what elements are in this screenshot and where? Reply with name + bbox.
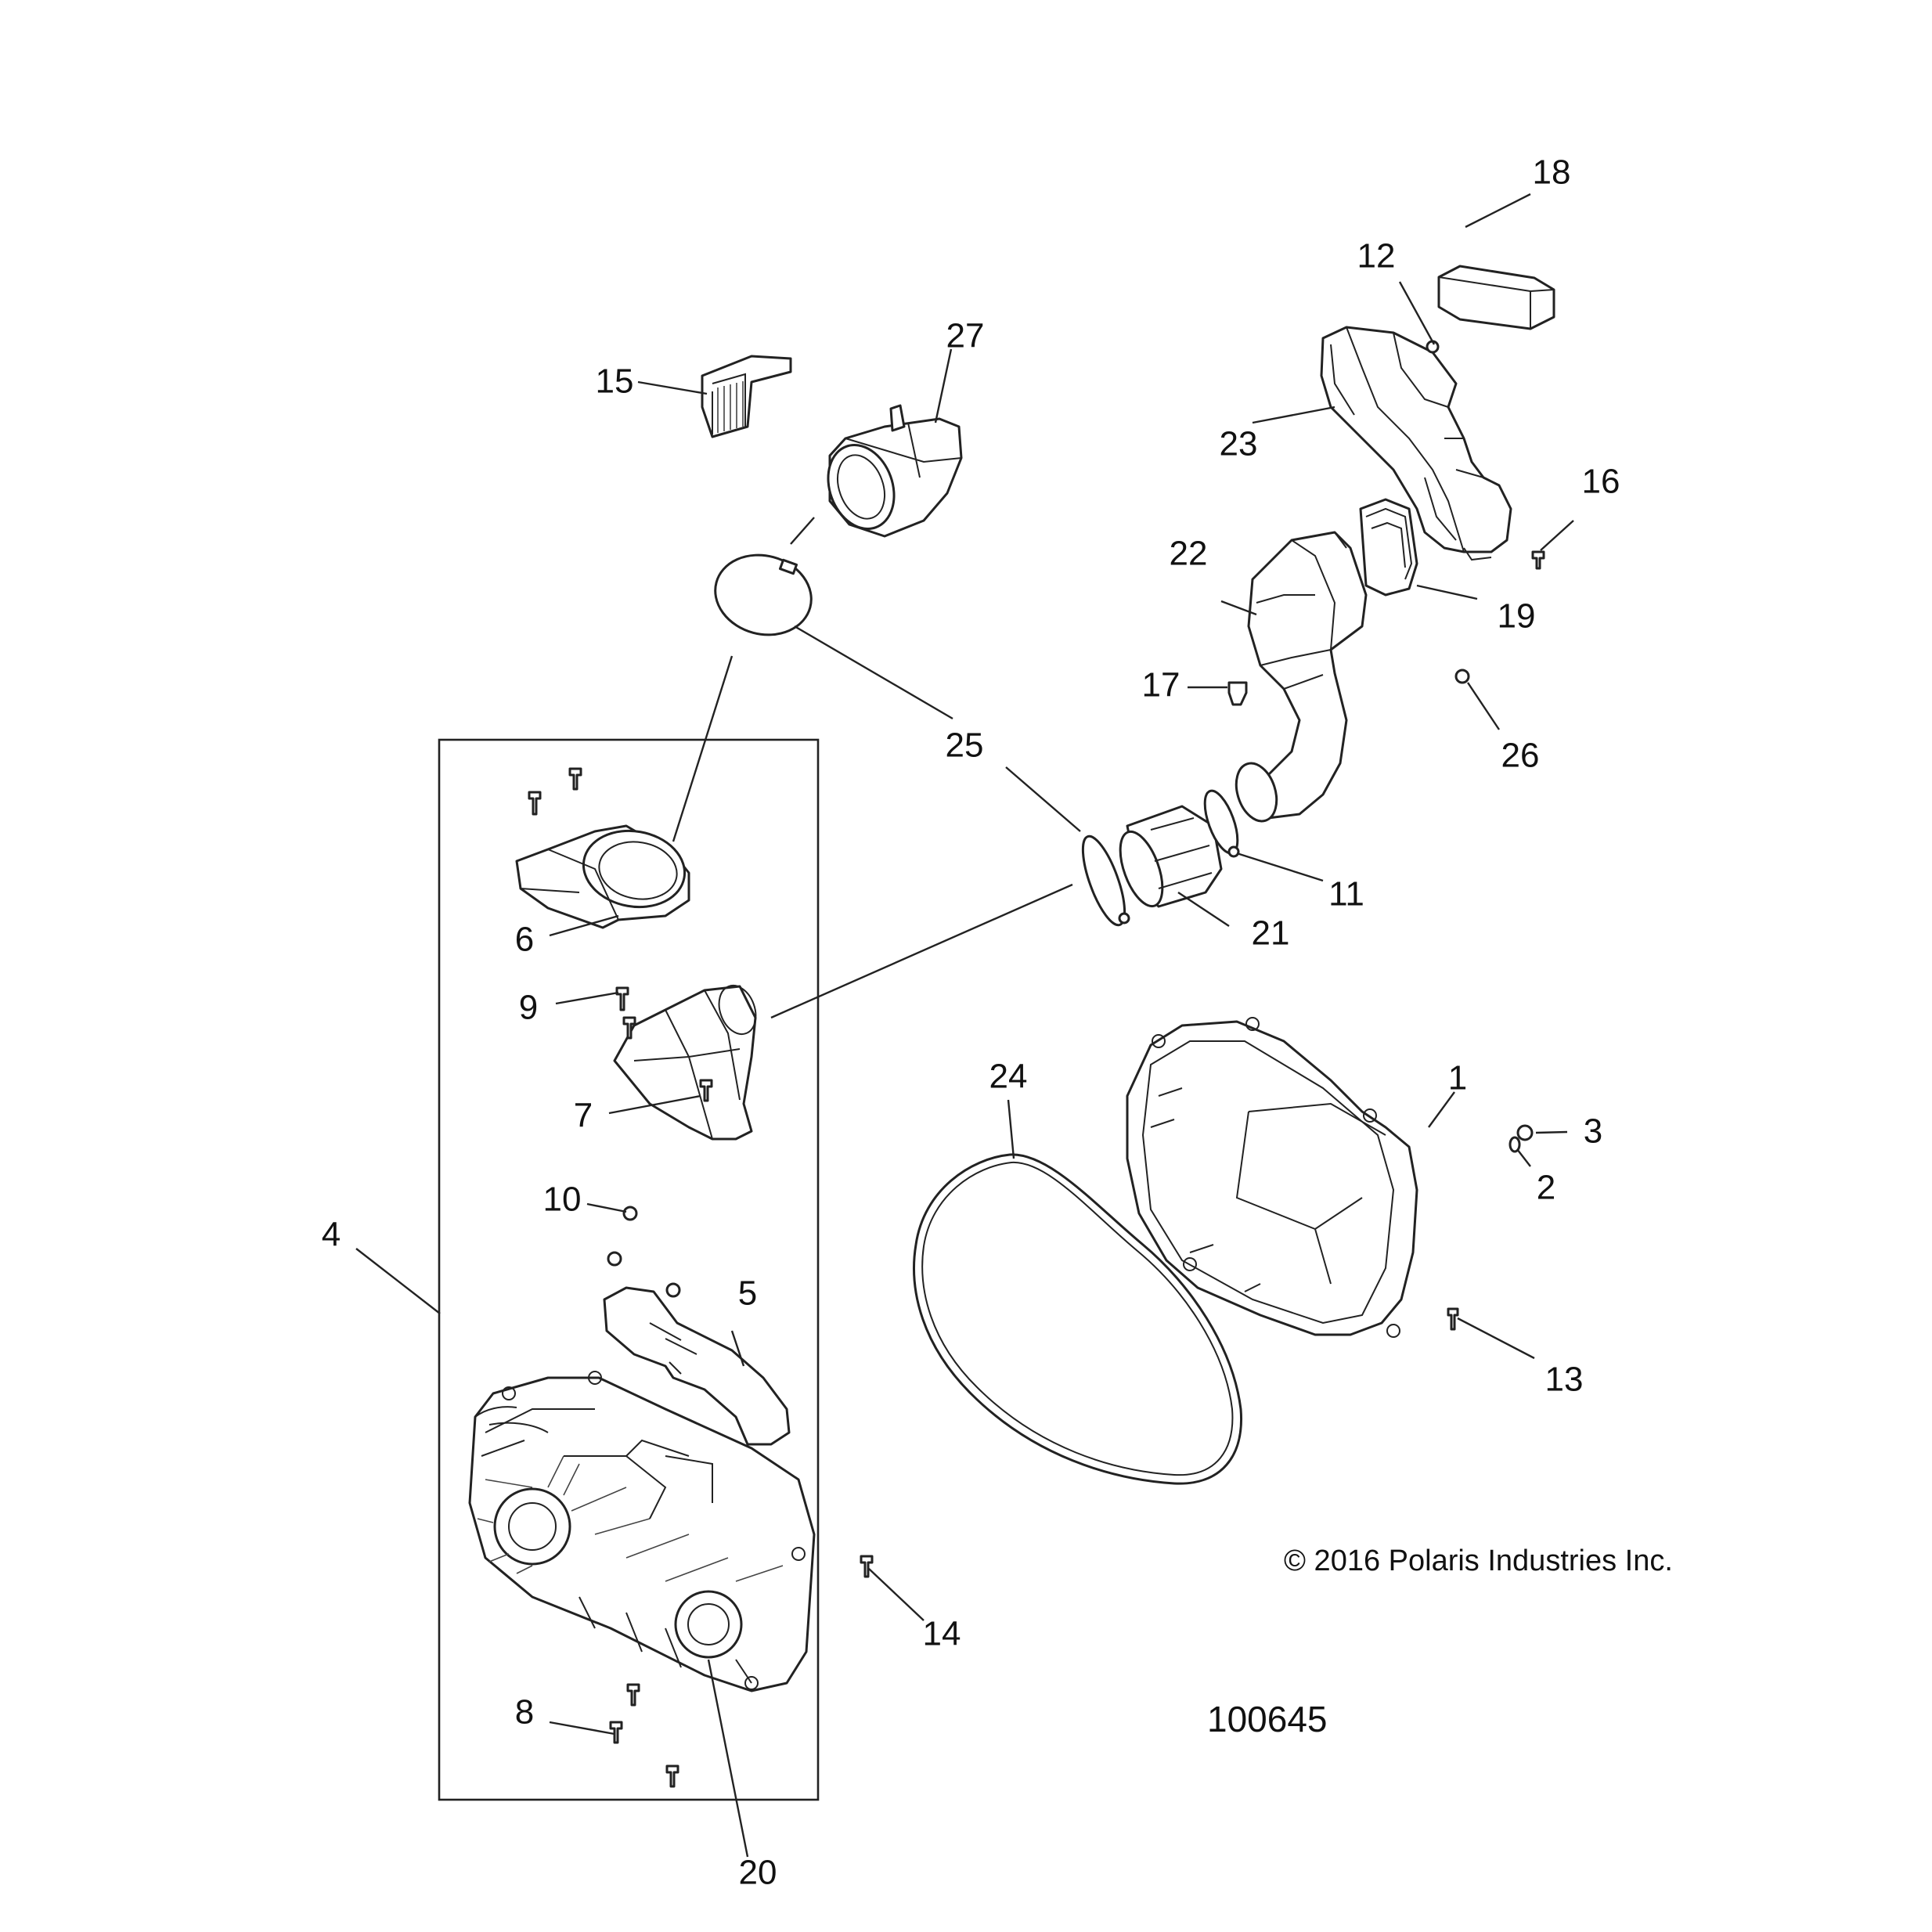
callout-26: 26	[1501, 737, 1540, 775]
callout-22: 22	[1170, 535, 1208, 573]
callout-4: 4	[322, 1216, 341, 1254]
callout-12: 12	[1357, 237, 1396, 276]
part-24-gasket	[913, 1153, 1243, 1485]
part-23-intake-duct	[1320, 326, 1512, 561]
callout-7: 7	[574, 1097, 593, 1135]
callout-14: 14	[923, 1615, 961, 1653]
part-19-duct-boot	[1359, 498, 1418, 597]
part-5-heat-shield	[603, 1286, 791, 1446]
callout-6: 6	[515, 921, 534, 959]
callout-17: 17	[1142, 666, 1180, 705]
part-2-washer	[1508, 1136, 1521, 1153]
part-27-intake-elbow	[827, 404, 963, 538]
part-16-screw	[1531, 550, 1545, 570]
copyright-notice: © 2016 Polaris Industries Inc.	[1284, 1545, 1673, 1577]
callout-15: 15	[596, 362, 634, 401]
screw-set-7	[615, 986, 713, 1102]
callout-8: 8	[515, 1693, 534, 1732]
callout-3: 3	[1584, 1112, 1602, 1151]
diagram-id: 100645	[1207, 1699, 1328, 1739]
callout-27: 27	[946, 317, 985, 355]
callout-25: 25	[946, 726, 984, 765]
part-21-coupler-boot	[1119, 762, 1278, 908]
part-3-nut	[1516, 1124, 1534, 1141]
callout-10: 10	[543, 1180, 582, 1219]
part-25-clamp-lower	[1081, 834, 1130, 927]
callout-13: 13	[1545, 1361, 1584, 1399]
callout-19: 19	[1498, 597, 1536, 636]
part-1-outer-cover	[1126, 1017, 1418, 1338]
callout-11: 11	[1328, 875, 1364, 914]
leader-lines	[355, 193, 1574, 1858]
callout-9: 9	[519, 989, 538, 1027]
part-25-clamp-upper	[714, 553, 813, 636]
callout-16: 16	[1582, 463, 1620, 501]
callout-23: 23	[1220, 425, 1258, 463]
callout-18: 18	[1533, 153, 1571, 192]
callout-21: 21	[1252, 914, 1290, 953]
part-15-grille	[701, 355, 792, 438]
part-10-nuts	[607, 1206, 681, 1298]
part-20-inner-cover	[468, 1371, 816, 1692]
part-7-outlet-adapter	[613, 985, 757, 1141]
callout-20: 20	[739, 1854, 777, 1892]
assembly-group-box	[438, 738, 820, 1801]
callout-1: 1	[1448, 1059, 1467, 1098]
part-11-clamp	[1203, 789, 1240, 858]
callout-2: 2	[1537, 1169, 1555, 1207]
part-18-foam-pad	[1437, 265, 1555, 330]
part-6-inlet-adapter	[515, 824, 690, 929]
callout-5: 5	[738, 1274, 757, 1313]
part-13-screw	[1447, 1307, 1459, 1331]
part-14-screw	[860, 1555, 874, 1578]
part-8-screws	[609, 1683, 679, 1788]
part-26-fastener	[1454, 669, 1470, 684]
callout-labels: 1 2 3 4 5 6 7 8 9 10 11 12 13 14 15 16 1…	[322, 153, 1620, 1892]
part-17-clip	[1227, 681, 1248, 706]
screw-set-6	[528, 767, 582, 816]
callout-24: 24	[989, 1058, 1028, 1096]
part-22-bent-duct	[1247, 531, 1368, 820]
